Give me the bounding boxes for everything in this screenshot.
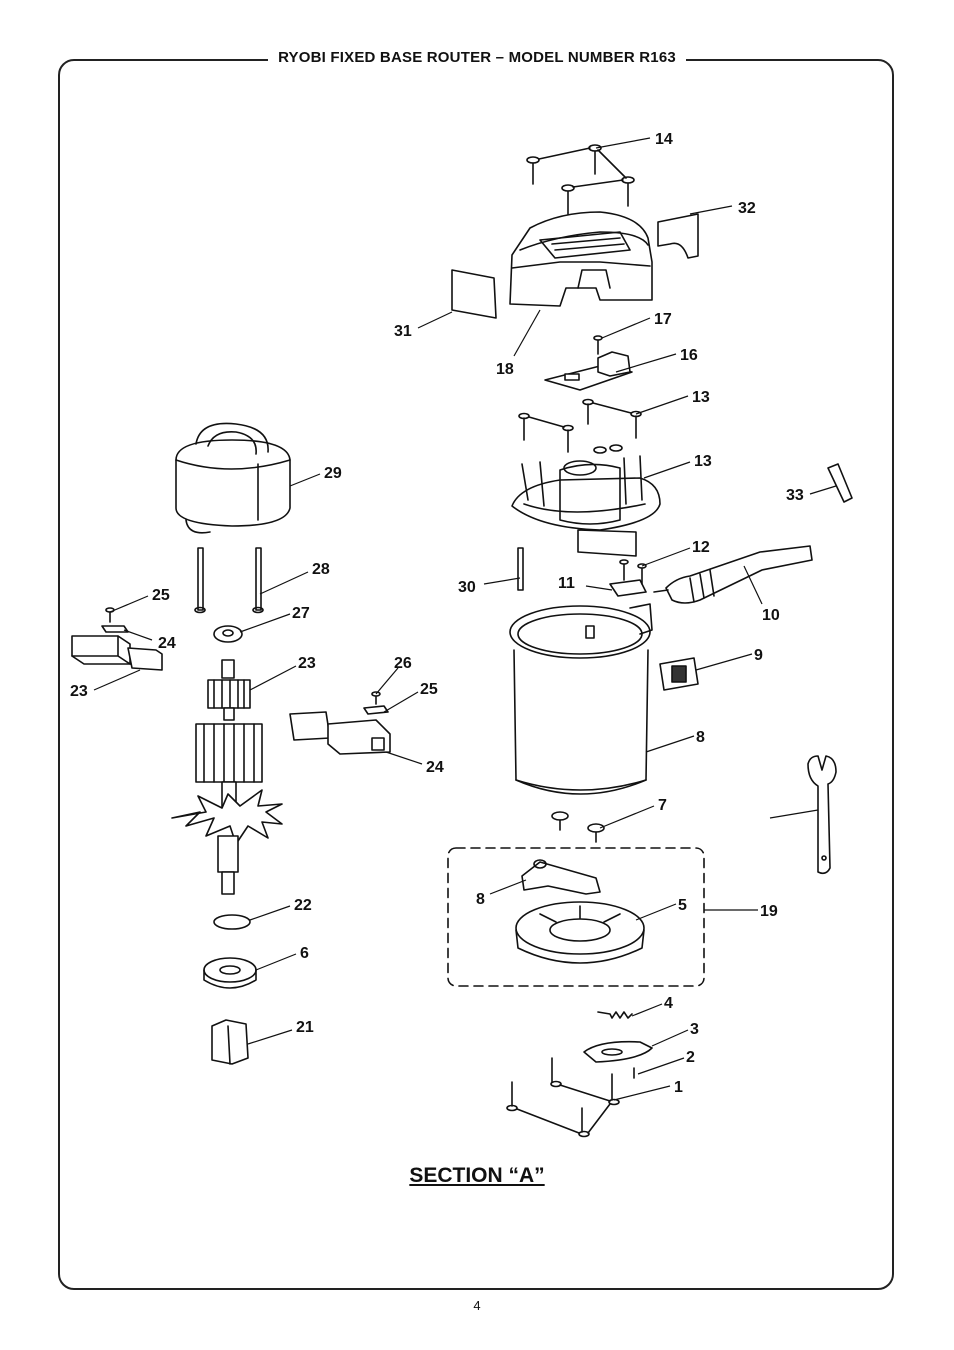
- screw-1-part: [506, 1057, 620, 1138]
- callout-19: 19: [760, 903, 778, 920]
- circuit-board-16-part: [544, 351, 633, 391]
- callout-13-upper: 13: [692, 389, 710, 406]
- callout-26: 27: [292, 605, 310, 622]
- callout-10: 9: [754, 647, 763, 664]
- callout-9: 8: [696, 729, 705, 746]
- callout-28: 29: [324, 465, 342, 482]
- callout-24-left: 24: [158, 635, 176, 652]
- spring-4-part: [597, 1011, 633, 1019]
- bolt-27-part: [194, 547, 264, 614]
- callout-23-right: 24: [426, 759, 444, 776]
- callout-20: 21: [296, 1019, 314, 1036]
- motor-cover-18-part: [509, 211, 653, 307]
- screw-13-upper-part: [518, 398, 642, 453]
- motor-housing-9-part: [509, 603, 653, 795]
- callout-17: 17: [654, 311, 672, 328]
- callout-5: 5: [678, 897, 687, 914]
- callout-21: 22: [294, 897, 312, 914]
- callout-11: 10: [762, 607, 780, 624]
- callout-15: 14: [655, 131, 673, 148]
- label-30-part: [451, 269, 497, 319]
- callout-32: 33: [786, 487, 804, 504]
- wrench-33-part: [807, 755, 837, 875]
- callout-3: 3: [690, 1021, 699, 1038]
- label-31-part: [657, 213, 699, 259]
- callout-25-right: 26: [394, 655, 412, 672]
- callout-7: 7: [658, 797, 667, 814]
- callout-31: 32: [738, 200, 756, 217]
- screw-15-part: [526, 144, 635, 215]
- page-title: RYOBI FIXED BASE ROUTER – MODEL NUMBER R…: [0, 49, 954, 67]
- callout-4: 4: [664, 995, 673, 1012]
- base-assembly-19-part: [447, 847, 705, 987]
- callout-27: 28: [312, 561, 330, 578]
- bearing-26-part: [213, 625, 243, 643]
- callout-25-left: 25: [152, 587, 170, 604]
- field-28-part: [175, 422, 291, 534]
- callout-12: 11: [558, 575, 575, 592]
- brush-23-right-part: [289, 691, 391, 755]
- strip-29-part: [517, 547, 524, 591]
- callout-29: 30: [458, 579, 476, 596]
- switch-10-part: [659, 657, 699, 691]
- power-cord-11-part: [653, 545, 813, 604]
- base-5-part: [515, 901, 645, 964]
- callout-22: 23: [298, 655, 316, 672]
- callout-16: 16: [680, 347, 698, 364]
- latch-8-part: [521, 859, 601, 895]
- collet-nut-20-part: [211, 1019, 249, 1065]
- callout-8: 8: [476, 891, 485, 908]
- brush-23-left-part: [71, 607, 163, 671]
- callout-18: 18: [496, 361, 514, 378]
- callout-14: 13: [694, 453, 712, 470]
- armature-22-part: [171, 659, 283, 895]
- bearing-6-part: [203, 957, 257, 989]
- pin-32-part: [827, 463, 853, 503]
- clamp-12-part: [609, 559, 647, 597]
- brush-holder-14-part: [511, 444, 661, 557]
- callout-30: 31: [394, 323, 412, 340]
- retaining-ring-21-part: [213, 914, 251, 930]
- page-number: 4: [473, 1298, 481, 1313]
- plate-3-part: [583, 1040, 653, 1063]
- screw-17-part: [593, 335, 603, 355]
- callout-2: 2: [686, 1049, 695, 1066]
- callout-1: 1: [674, 1079, 683, 1096]
- callout-13-lower: 12: [692, 539, 710, 556]
- callout-24-right: 25: [420, 681, 438, 698]
- callout-6: 6: [300, 945, 309, 962]
- screw-7-part: [551, 811, 605, 843]
- section-title: SECTION “A”: [409, 1164, 545, 1187]
- callout-23-left: 23: [70, 683, 88, 700]
